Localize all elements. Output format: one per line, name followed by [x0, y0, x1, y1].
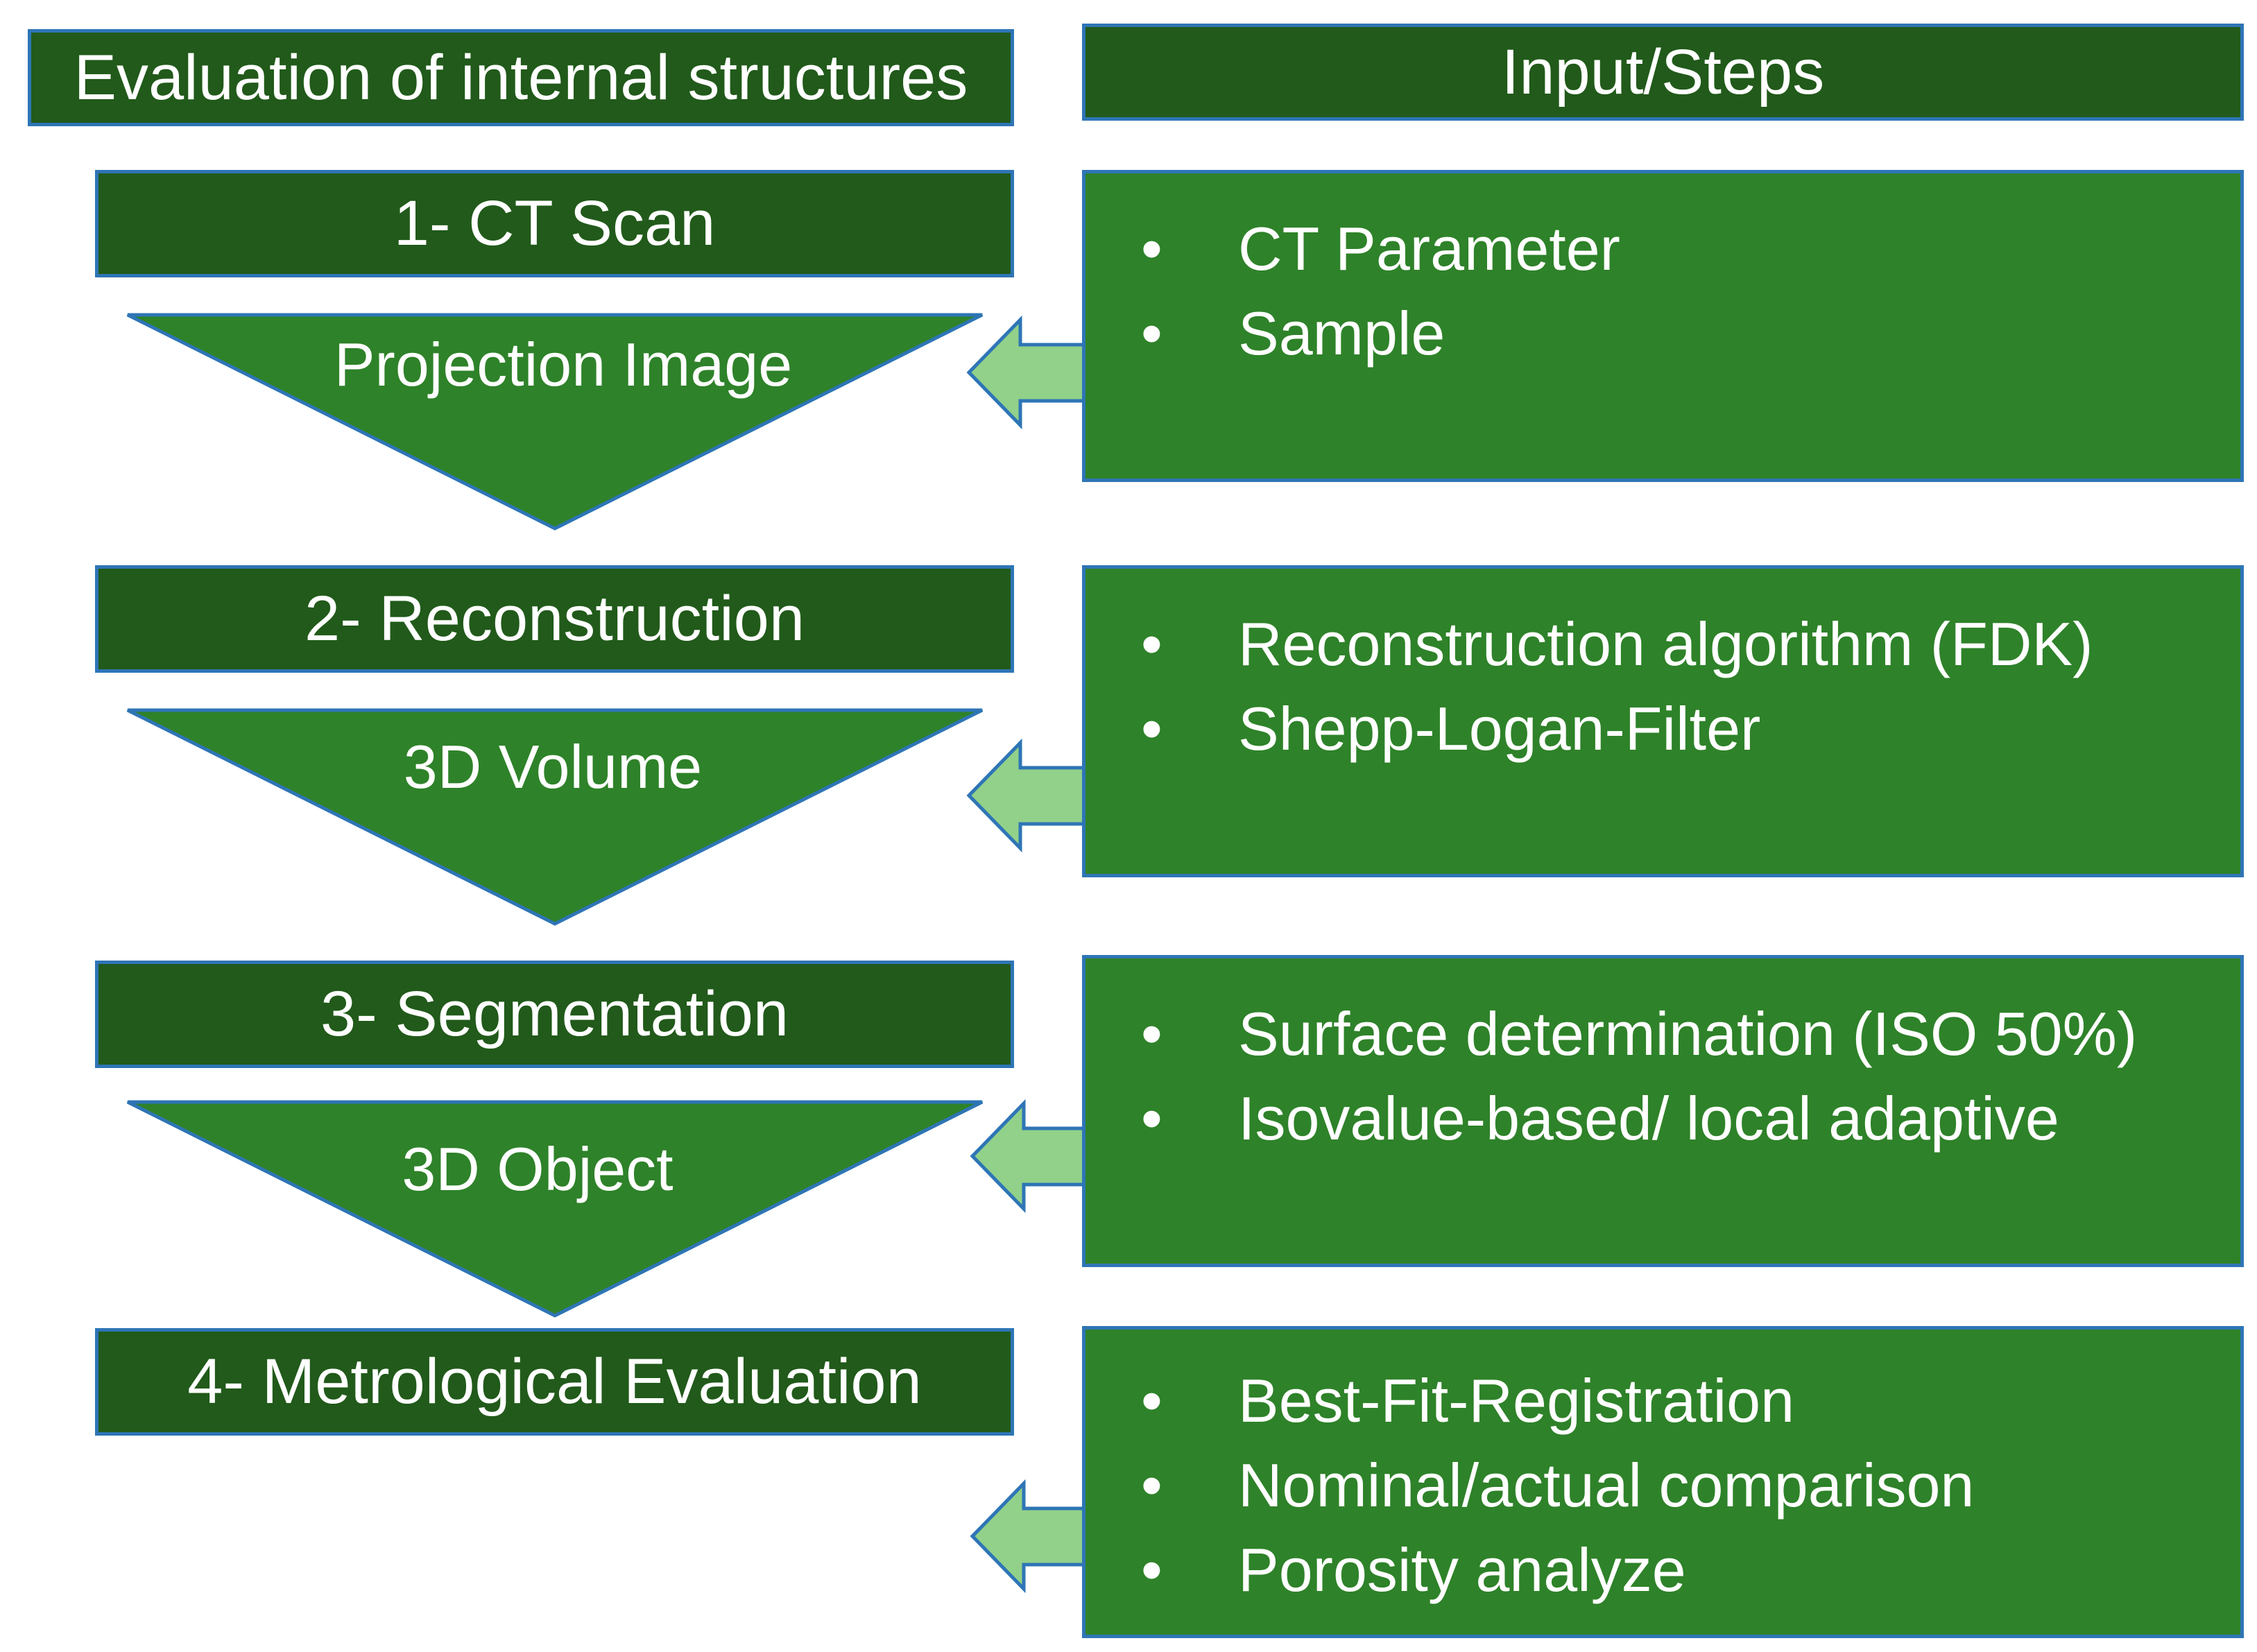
- stage-2-output-triangle: [126, 708, 984, 926]
- stage-2-input-item: Reconstruction algorithm (FDK): [1141, 602, 2240, 687]
- left-column-header: Evaluation of internal structures: [28, 29, 1014, 126]
- stage-4-inputs-list: Best-Fit-Registration Nominal/actual com…: [1141, 1359, 2240, 1612]
- stage-1-inputs-list: CT Parameter Sample: [1141, 207, 2240, 376]
- stage-1-inputs-box: CT Parameter Sample: [1082, 170, 2244, 482]
- stage-2-output-label: 3D Volume: [403, 732, 703, 801]
- stage-4-title: 4- Metrological Evaluation: [95, 1328, 1014, 1436]
- stage-2-input-item: Shepp-Logan-Filter: [1141, 687, 2240, 771]
- stage-1-input-item: Sample: [1141, 291, 2240, 376]
- stage-3-output-label: 3D Object: [402, 1135, 673, 1203]
- stage-1-output-triangle: [126, 313, 984, 531]
- stage-3-output-triangle: [126, 1100, 984, 1318]
- stage-4-inputs-box: Best-Fit-Registration Nominal/actual com…: [1082, 1326, 2244, 1638]
- stage-2-inputs-list: Reconstruction algorithm (FDK) Shepp-Log…: [1141, 602, 2240, 771]
- stage-1-input-item: CT Parameter: [1141, 207, 2240, 291]
- stage-4-input-item: Nominal/actual comparison: [1141, 1443, 2240, 1528]
- stage-2-title: 2- Reconstruction: [95, 565, 1014, 673]
- stage-4-input-item: Best-Fit-Registration: [1141, 1359, 2240, 1443]
- stage-3-inputs-list: Surface determination (ISO 50%) Isovalue…: [1141, 992, 2240, 1161]
- stage-2-inputs-box: Reconstruction algorithm (FDK) Shepp-Log…: [1082, 565, 2244, 877]
- stage-1-output-label: Projection Image: [334, 330, 793, 399]
- stage-3-title: 3- Segmentation: [95, 961, 1014, 1068]
- right-column-header: Input/Steps: [1082, 24, 2244, 121]
- stage-3-input-item: Isovalue-based/ local adaptive: [1141, 1076, 2240, 1161]
- stage-1-title: 1- CT Scan: [95, 170, 1014, 277]
- stage-4-input-item: Porosity analyze: [1141, 1528, 2240, 1612]
- stage-3-input-item: Surface determination (ISO 50%): [1141, 992, 2240, 1076]
- stage-3-inputs-box: Surface determination (ISO 50%) Isovalue…: [1082, 955, 2244, 1267]
